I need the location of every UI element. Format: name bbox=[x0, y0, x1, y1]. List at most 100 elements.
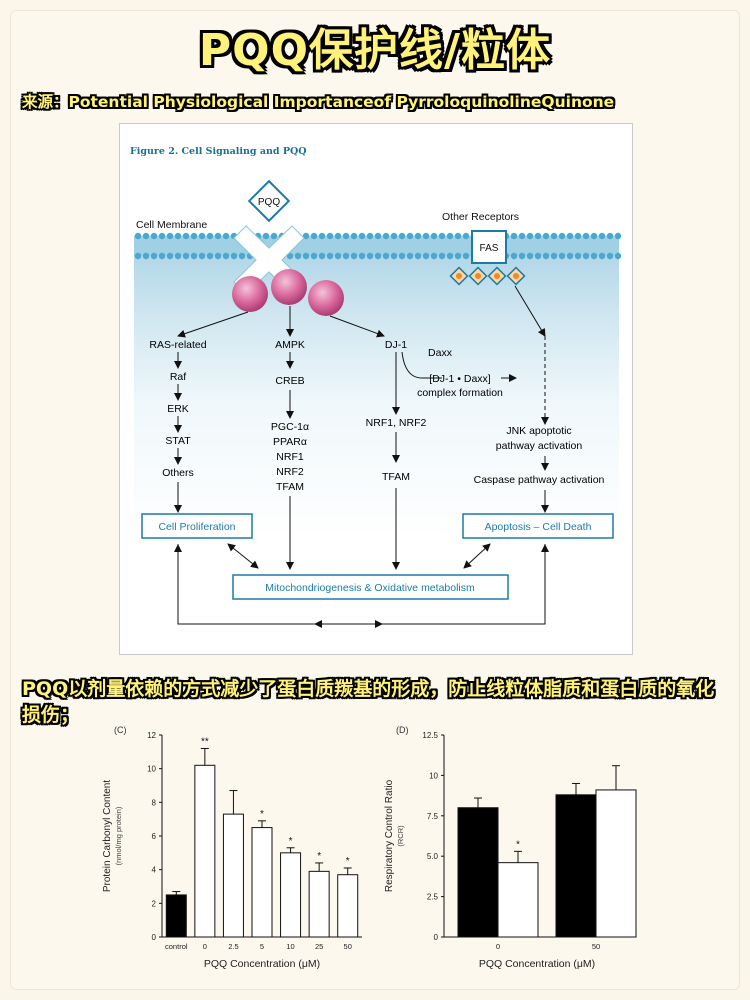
lipid-head bbox=[398, 252, 406, 260]
lipid-head bbox=[406, 252, 414, 260]
x-tick-label: 0 bbox=[496, 942, 500, 951]
lipid-head bbox=[550, 252, 558, 260]
lipid-head bbox=[358, 232, 366, 240]
bar bbox=[595, 789, 637, 938]
lipid-head bbox=[318, 232, 326, 240]
summary-text: PQQ以剂量依赖的方式减少了蛋白质羰基的形成，防止线粒体脂质和蛋白质的氧化损伤； bbox=[22, 678, 715, 726]
complex-formation-node: complex formation bbox=[417, 387, 503, 399]
lipid-head bbox=[414, 232, 422, 240]
signaling-diagram: Cell Membrane Other Receptors PQQ FAS bbox=[134, 179, 622, 628]
significance-label: * bbox=[260, 809, 264, 820]
lipid-head bbox=[310, 252, 318, 260]
x-tick-label: 50 bbox=[592, 942, 600, 951]
significance-label: * bbox=[289, 836, 293, 847]
mito-box bbox=[232, 574, 509, 600]
bar bbox=[165, 894, 187, 938]
lipid-head bbox=[334, 232, 342, 240]
receptor-sphere bbox=[232, 276, 268, 312]
y-tick-label: 2 bbox=[152, 899, 157, 908]
lipid-head bbox=[414, 252, 422, 260]
significance-label: * bbox=[346, 856, 350, 867]
y-axis-subtitle: (RCR) bbox=[396, 825, 405, 847]
y-tick-label: 8 bbox=[152, 798, 157, 807]
lipid-head bbox=[558, 252, 566, 260]
stat-node: STAT bbox=[165, 435, 191, 447]
lipid-head bbox=[206, 232, 214, 240]
lipid-head bbox=[334, 252, 342, 260]
x-tick-label: 50 bbox=[344, 942, 352, 951]
lipid-head bbox=[174, 252, 182, 260]
lipid-head bbox=[526, 232, 534, 240]
lipid-head bbox=[550, 232, 558, 240]
pqq-label: PQQ bbox=[258, 197, 280, 208]
lipid-head bbox=[510, 252, 518, 260]
pgc-node: PGC-1α bbox=[271, 421, 309, 433]
y-axis-subtitle: (nmol/mg protein) bbox=[114, 806, 123, 865]
x-tick-label: 10 bbox=[286, 942, 294, 951]
lipid-head bbox=[222, 232, 230, 240]
lipid-head bbox=[134, 252, 142, 260]
figure-caption: Figure 2. Cell Signaling and PQQ bbox=[130, 146, 307, 157]
lipid-head bbox=[430, 252, 438, 260]
lipid-head bbox=[462, 232, 470, 240]
raf-node: Raf bbox=[170, 371, 186, 383]
lipid-head bbox=[454, 252, 462, 260]
panel-label: (C) bbox=[114, 725, 127, 735]
lipid-head bbox=[286, 252, 294, 260]
tfam-node: TFAM bbox=[276, 481, 304, 493]
lipid-head bbox=[438, 252, 446, 260]
lipid-head bbox=[406, 232, 414, 240]
source-line: 来源：Potential Physiological Importanceof … bbox=[22, 93, 615, 111]
ppar-node: PPARα bbox=[273, 436, 307, 448]
x-axis-title: PQQ Concentration (μM) bbox=[204, 958, 320, 970]
lipid-head bbox=[182, 232, 190, 240]
caspase-node: Caspase pathway activation bbox=[474, 474, 605, 486]
lipid-head bbox=[582, 252, 590, 260]
lipid-head bbox=[590, 232, 598, 240]
lipid-head bbox=[214, 232, 222, 240]
ampk-node: AMPK bbox=[275, 339, 305, 351]
bar bbox=[308, 870, 330, 938]
lipid-head bbox=[534, 252, 542, 260]
lipid-head bbox=[390, 252, 398, 260]
lipid-head bbox=[390, 232, 398, 240]
lipid-head bbox=[350, 252, 358, 260]
other-receptors-label: Other Receptors bbox=[442, 211, 519, 223]
y-tick-label: 4 bbox=[152, 866, 157, 875]
apoptosis-label: Apoptosis – Cell Death bbox=[485, 521, 592, 533]
significance-label: * bbox=[516, 839, 520, 850]
lipid-head bbox=[206, 252, 214, 260]
lipid-head bbox=[422, 232, 430, 240]
daxx-node: Daxx bbox=[428, 347, 453, 359]
bar bbox=[337, 874, 359, 938]
lipid-head bbox=[462, 252, 470, 260]
lipid-head bbox=[342, 252, 350, 260]
lipid-head bbox=[614, 252, 622, 260]
lipid-head bbox=[318, 252, 326, 260]
apoptosis-box bbox=[462, 513, 614, 539]
lipid-head bbox=[366, 252, 374, 260]
lipid-head bbox=[542, 232, 550, 240]
lipid-head bbox=[438, 232, 446, 240]
lipid-head bbox=[350, 232, 358, 240]
bar bbox=[194, 764, 216, 938]
receptor-sphere bbox=[308, 280, 344, 316]
y-tick-label: 7.5 bbox=[427, 812, 439, 821]
lipid-head bbox=[582, 232, 590, 240]
y-tick-label: 2.5 bbox=[427, 893, 439, 902]
y-tick-label: 12.5 bbox=[422, 731, 438, 740]
y-tick-label: 10 bbox=[429, 771, 438, 780]
y-axis-title: Respiratory Control Ratio bbox=[384, 779, 395, 892]
cell-membrane-label: Cell Membrane bbox=[136, 219, 207, 231]
lipid-head bbox=[398, 232, 406, 240]
lipid-head bbox=[158, 252, 166, 260]
jnk-node: JNK apoptotic bbox=[506, 425, 571, 437]
lipid-head bbox=[190, 232, 198, 240]
fas-label: FAS bbox=[480, 243, 499, 254]
cytoplasm-background bbox=[134, 239, 619, 539]
lipid-head bbox=[606, 232, 614, 240]
lipid-head bbox=[526, 252, 534, 260]
lipid-head bbox=[422, 252, 430, 260]
